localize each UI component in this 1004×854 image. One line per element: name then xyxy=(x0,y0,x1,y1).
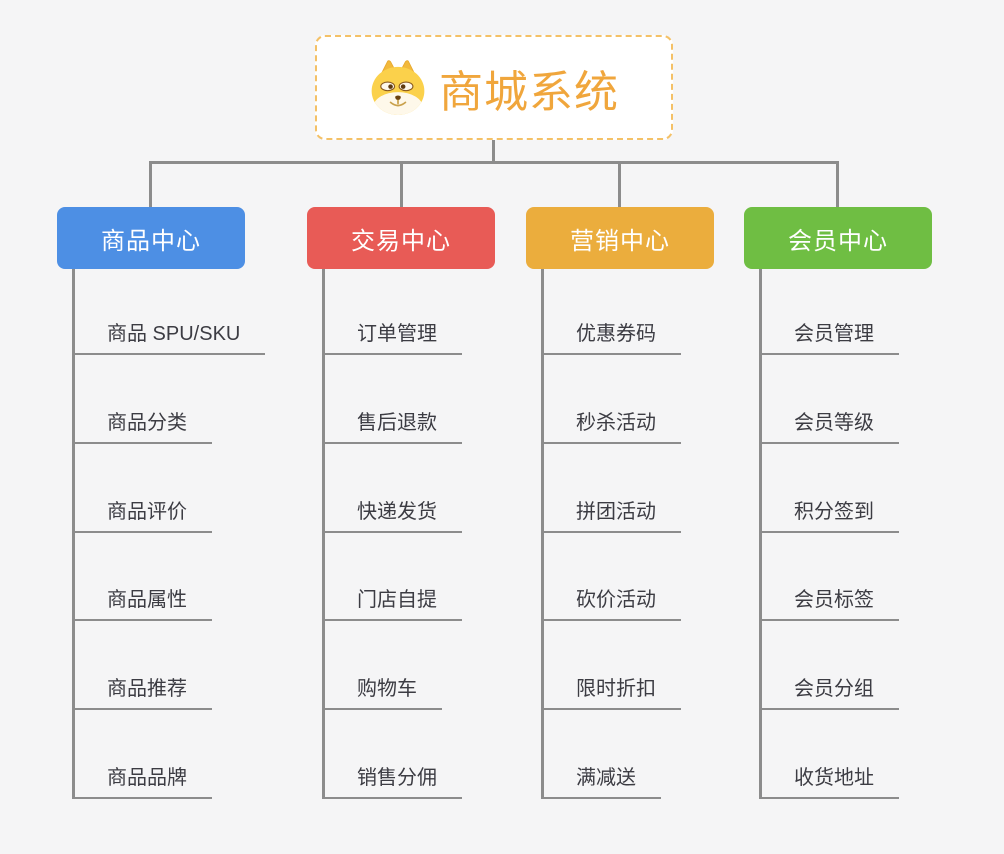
branch-topic-member-center[interactable]: 会员中心 xyxy=(744,207,932,269)
subtopic[interactable]: 商品评价 xyxy=(72,499,212,533)
subtopic[interactable]: 购物车 xyxy=(322,676,442,711)
subtopic[interactable]: 满减送 xyxy=(541,765,661,799)
dog-face-icon xyxy=(371,60,425,115)
branch-topic-label: 营销中心 xyxy=(570,227,670,255)
subtopic[interactable]: 商品品牌 xyxy=(72,765,212,799)
subtopic-list: 会员管理 会员等级 积分签到 会员标签 会员分组 收货地址 xyxy=(759,321,899,854)
subtopic[interactable]: 优惠券码 xyxy=(541,321,681,355)
subtopic[interactable]: 拼团活动 xyxy=(541,499,681,533)
root-topic[interactable]: 商城系统 xyxy=(315,35,673,140)
subtopic[interactable]: 秒杀活动 xyxy=(541,410,681,444)
branch-tree-line xyxy=(541,269,544,799)
branch-topic-product-center[interactable]: 商品中心 xyxy=(57,207,245,269)
subtopic[interactable]: 商品 SPU/SKU xyxy=(72,321,266,355)
branch-topic-trade-center[interactable]: 交易中心 xyxy=(307,207,495,269)
subtopic[interactable]: 积分签到 xyxy=(759,499,899,533)
subtopic[interactable]: 会员分组 xyxy=(759,676,899,711)
branch-group-trade: 交易中心 订单管理 售后退款 快递发货 门店自提 购物车 销售分佣 xyxy=(307,207,567,817)
branch-tree-line xyxy=(759,269,762,799)
branch-group-product: 商品中心 商品 SPU/SKU 商品分类 商品评价 商品属性 商品推荐 商品品牌 xyxy=(57,207,317,817)
branch-tree-line xyxy=(72,269,75,799)
subtopic-list: 商品 SPU/SKU 商品分类 商品评价 商品属性 商品推荐 商品品牌 xyxy=(72,321,266,854)
branch-tree-line xyxy=(322,269,325,799)
branch-group-marketing: 营销中心 优惠券码 秒杀活动 拼团活动 砍价活动 限时折扣 满减送 xyxy=(526,207,786,817)
branch-topic-label: 商品中心 xyxy=(101,227,201,255)
subtopic[interactable]: 砍价活动 xyxy=(541,587,681,622)
branch-topic-label: 会员中心 xyxy=(788,227,888,255)
connector-root-stub xyxy=(492,140,495,164)
subtopic[interactable]: 销售分佣 xyxy=(322,765,462,799)
connector-drop-product xyxy=(149,161,152,207)
connector-horizontal xyxy=(149,161,839,164)
connector-drop-marketing xyxy=(618,161,621,207)
connector-drop-member xyxy=(836,161,839,207)
subtopic-list: 优惠券码 秒杀活动 拼团活动 砍价活动 限时折扣 满减送 xyxy=(541,321,681,854)
subtopic[interactable]: 门店自提 xyxy=(322,587,462,622)
subtopic[interactable]: 会员标签 xyxy=(759,587,899,622)
subtopic[interactable]: 会员等级 xyxy=(759,410,899,444)
subtopic-list: 订单管理 售后退款 快递发货 门店自提 购物车 销售分佣 xyxy=(322,321,462,854)
root-topic-label: 商城系统 xyxy=(439,67,619,117)
subtopic[interactable]: 限时折扣 xyxy=(541,676,681,711)
branch-topic-label: 交易中心 xyxy=(351,227,451,255)
branch-group-member: 会员中心 会员管理 会员等级 积分签到 会员标签 会员分组 收货地址 xyxy=(744,207,1004,817)
subtopic[interactable]: 快递发货 xyxy=(322,499,462,533)
subtopic[interactable]: 商品属性 xyxy=(72,587,212,622)
subtopic[interactable]: 商品分类 xyxy=(72,410,212,444)
subtopic[interactable]: 收货地址 xyxy=(759,765,899,799)
branch-topic-marketing-center[interactable]: 营销中心 xyxy=(526,207,714,269)
subtopic[interactable]: 商品推荐 xyxy=(72,676,212,711)
subtopic[interactable]: 订单管理 xyxy=(322,321,462,355)
subtopic[interactable]: 会员管理 xyxy=(759,321,899,355)
subtopic[interactable]: 售后退款 xyxy=(322,410,462,444)
connector-drop-trade xyxy=(400,161,403,207)
